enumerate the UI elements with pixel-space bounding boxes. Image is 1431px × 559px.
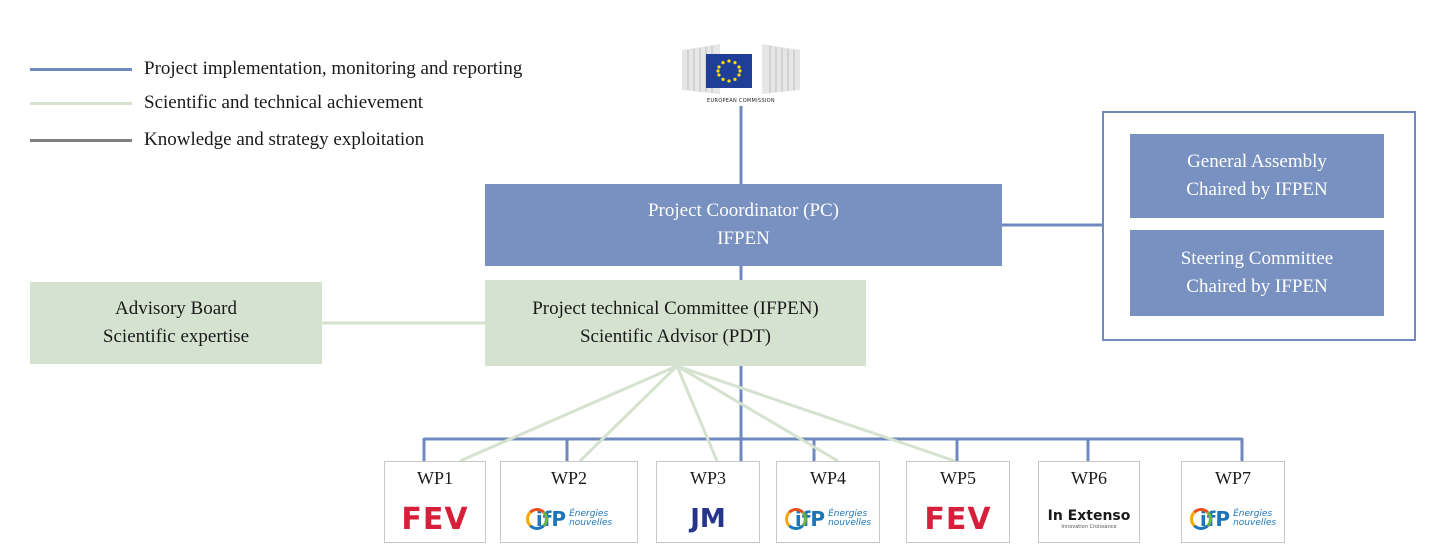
line-green-wp1 [459,364,678,463]
line-green-wp2 [578,364,679,463]
wp6-label: WP6 [1071,468,1107,488]
wp5-label: WP5 [940,468,976,488]
coordinator-org: IFPEN [717,228,770,249]
eu-flag-icon [706,54,752,88]
legend-label: Scientific and technical achievement [144,92,424,113]
fev-logo: FEV [907,501,1009,537]
legend-item-knowledge: Knowledge and strategy exploitation [30,129,424,151]
general-assembly-box: General Assembly Chaired by IFPEN [1130,134,1384,218]
fev-logo-text: FEV [401,501,469,537]
fev-logo: FEV [385,501,485,537]
legend-swatch-blue [30,67,132,71]
wp4-label: WP4 [810,468,846,488]
wp7-label: WP7 [1215,468,1251,488]
legend-swatch-green [30,101,132,105]
ptc-advisor: Scientific Advisor (PDT) [579,326,772,347]
wp5-box: WP5 FEV [906,461,1010,543]
governance-frame [1102,111,1416,341]
general-assembly-title: General Assembly [1187,151,1327,172]
wp1-box: WP1 FEV [384,461,486,543]
ec-logo-label: EUROPEAN COMMISSION [707,98,775,104]
ifp-ring-icon [525,508,548,530]
legend-label: Knowledge and strategy exploitation [144,129,425,150]
in-extenso-logo-subtitle: Innovation Croissance [1061,524,1117,530]
wp2-label: WP2 [551,468,587,488]
legend-label: Project implementation, monitoring and r… [144,58,523,79]
legend-swatch-gray [30,138,132,142]
european-commission-logo: EUROPEAN COMMISSION [680,40,802,106]
project-coordinator-box: Project Coordinator (PC) IFPEN [485,184,1002,266]
jm-logo-text: JM [690,504,726,534]
wp1-label: WP1 [417,468,453,488]
line-green-wp5 [676,364,956,463]
coordinator-title: Project Coordinator (PC) [647,200,840,221]
ifp-ring-icon [784,508,807,530]
wp3-box: WP3 JM [656,461,760,543]
steering-committee-chair: Chaired by IFPEN [1186,276,1328,297]
ptc-title: Project technical Committee (IFPEN) [532,298,819,319]
legend-item-scientific: Scientific and technical achievement [30,92,423,114]
jm-logo: JM [657,502,759,536]
wp3-label: WP3 [690,468,726,488]
general-assembly-chair: Chaired by IFPEN [1186,179,1328,200]
in-extenso-logo-text: In Extenso [1047,508,1131,524]
project-technical-committee-box: Project technical Committee (IFPEN) Scie… [485,280,866,366]
steering-committee-box: Steering Committee Chaired by IFPEN [1130,230,1384,316]
fev-logo-text: FEV [924,501,992,537]
steering-committee-title: Steering Committee [1180,248,1334,269]
in-extenso-logo: In Extenso Innovation Croissance [1039,502,1139,536]
line-green-wp4 [676,364,839,463]
legend-item-implementation: Project implementation, monitoring and r… [30,58,522,80]
advisory-board-title: Advisory Board [115,298,237,319]
ifp-ring-icon [1189,508,1212,530]
wp6-box: WP6 In Extenso Innovation Croissance [1038,461,1140,543]
advisory-board-role: Scientific expertise [102,326,250,347]
advisory-board-box: Advisory Board Scientific expertise [30,282,322,364]
line-green-wp3 [675,365,719,462]
